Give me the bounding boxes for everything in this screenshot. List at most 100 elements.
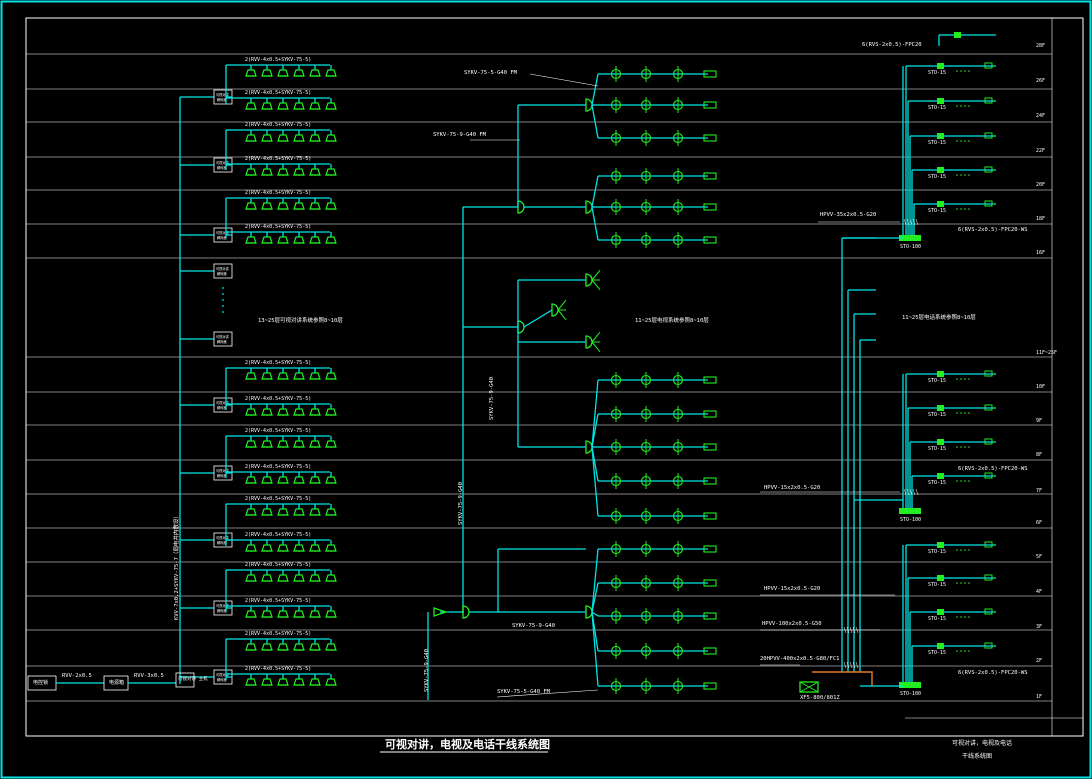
phone-dot [968, 208, 970, 210]
indoor-phone-icon [277, 134, 289, 142]
indoor-phone-icon [309, 643, 321, 651]
decoder-label: 可视对讲 [216, 266, 230, 271]
phone-cable-h3: HPVV-15x2x0.5-G20 [764, 586, 820, 592]
title-block-line2: 干线系统图 [962, 752, 992, 760]
indoor-phone-icon [309, 610, 321, 618]
phone-system: STO-15STO-15STO-15STO-15STO-15STO-100STO… [760, 32, 996, 697]
decoder-label: 可视对讲 [216, 92, 230, 97]
decoder-label: 解码器 [217, 165, 227, 170]
phone-dot [964, 208, 966, 210]
decoder-label: 可视对讲 [216, 230, 230, 235]
phone-dot [968, 446, 970, 448]
indoor-phone-icon [245, 134, 257, 142]
indoor-phone-icon [245, 476, 257, 484]
phone-box-icon [937, 473, 944, 479]
phone-box-icon [937, 63, 944, 69]
tv-system [427, 66, 717, 700]
hatch [915, 218, 919, 226]
decoder-label: 解码器 [217, 97, 227, 102]
phone-outlet-icon [984, 370, 993, 377]
indoor-phone-icon [309, 69, 321, 77]
splitter-leg [557, 309, 567, 321]
indoor-phone-icon [277, 168, 289, 176]
phone-box-icon [937, 98, 944, 104]
branch-cable-label: 2(RVV-4x0.5+SYKV-75-5) [245, 562, 311, 568]
branch-cable-label: 2(RVV-4x0.5+SYKV-75-5) [245, 666, 311, 672]
terminator-icon [703, 70, 717, 78]
branch-cable-label: 2(RVV-4x0.5+SYKV-75-5) [245, 428, 311, 434]
indoor-phone-icon [309, 168, 321, 176]
terminal-label: STO-15 [928, 650, 946, 656]
tv-cable-bottom: SYKV-75-5-G40 FM [497, 689, 551, 695]
indoor-phone-icon [245, 643, 257, 651]
floor-label: 24F [1036, 113, 1045, 119]
phone-dot [964, 378, 966, 380]
branch-cable-label: 2(RVV-4x0.5+SYKV-75-5) [245, 496, 311, 502]
split-branch [591, 548, 599, 613]
hatch [849, 661, 853, 669]
terminal-label: STO-15 [928, 446, 946, 452]
hatch [846, 661, 850, 669]
continuation-dot [222, 305, 224, 307]
indoor-phone-icon [325, 134, 337, 142]
terminal-label: STO-15 [928, 480, 946, 486]
indoor-phone-icon [325, 168, 337, 176]
terminal-label: STO-15 [928, 70, 946, 76]
indoor-phone-icon [309, 678, 321, 686]
branch-cable-label: 2(RVV-4x0.5+SYKV-75-5) [245, 224, 311, 230]
tv-cable-2: SYKV-75-9-G40 FM [433, 132, 487, 138]
terminator-icon [703, 172, 717, 180]
indoor-phone-icon [293, 134, 305, 142]
indoor-phone-icon [309, 134, 321, 142]
indoor-phone-icon [245, 408, 257, 416]
indoor-phone-icon [293, 508, 305, 516]
phone-outlet-icon [984, 541, 993, 548]
indoor-phone-icon [309, 476, 321, 484]
splitter-icon [517, 200, 525, 214]
phone-dot [968, 412, 970, 414]
decoder-label: 解码器 [217, 677, 227, 682]
phone-box-icon [937, 609, 944, 615]
indoor-phone-icon [309, 102, 321, 110]
decoder-box [213, 263, 233, 279]
phone-outlet-icon [984, 62, 993, 69]
indoor-phone-icon [261, 408, 273, 416]
phone-outlet-icon [984, 404, 993, 411]
phone-dot [960, 480, 962, 482]
indoor-phone-icon [261, 236, 273, 244]
phone-dot [964, 105, 966, 107]
phone-dot [956, 549, 958, 551]
indoor-phone-icon [277, 202, 289, 210]
hatch [909, 218, 913, 226]
decoder-label: 解码器 [217, 473, 227, 478]
phone-dot [964, 70, 966, 72]
phone-outlet-icon [984, 132, 993, 139]
hatch [855, 626, 859, 634]
phone-dot [968, 378, 970, 380]
indoor-phone-icon [245, 544, 257, 552]
indoor-phone-icon [293, 372, 305, 380]
terminator-icon [703, 134, 717, 142]
hatch [906, 218, 910, 226]
split-branch [591, 104, 599, 139]
split-branch [591, 206, 599, 241]
intercom-riser-label: KVV-7x0.2+SYKV-75-7（弱电井内敷设） [172, 513, 180, 620]
indoor-phone-icon [325, 408, 337, 416]
indoor-phone-icon [325, 508, 337, 516]
terminator-icon [703, 579, 717, 587]
indoor-phone-icon [293, 476, 305, 484]
phone-dot [960, 174, 962, 176]
indoor-phone-icon [277, 476, 289, 484]
phone-dot [960, 616, 962, 618]
indoor-phone-icon [309, 544, 321, 552]
splitter-icon [585, 440, 593, 454]
phone-dot [956, 70, 958, 72]
indoor-phone-icon [325, 236, 337, 244]
terminator-icon [703, 443, 717, 451]
phone-cable-h2: HPVV-15x2x0.5-G20 [764, 485, 820, 491]
indoor-phone-icon [261, 69, 273, 77]
phone-dot [960, 378, 962, 380]
hatch [846, 626, 850, 634]
floor-label: 9F [1036, 418, 1042, 424]
indoor-phone-icon [245, 202, 257, 210]
